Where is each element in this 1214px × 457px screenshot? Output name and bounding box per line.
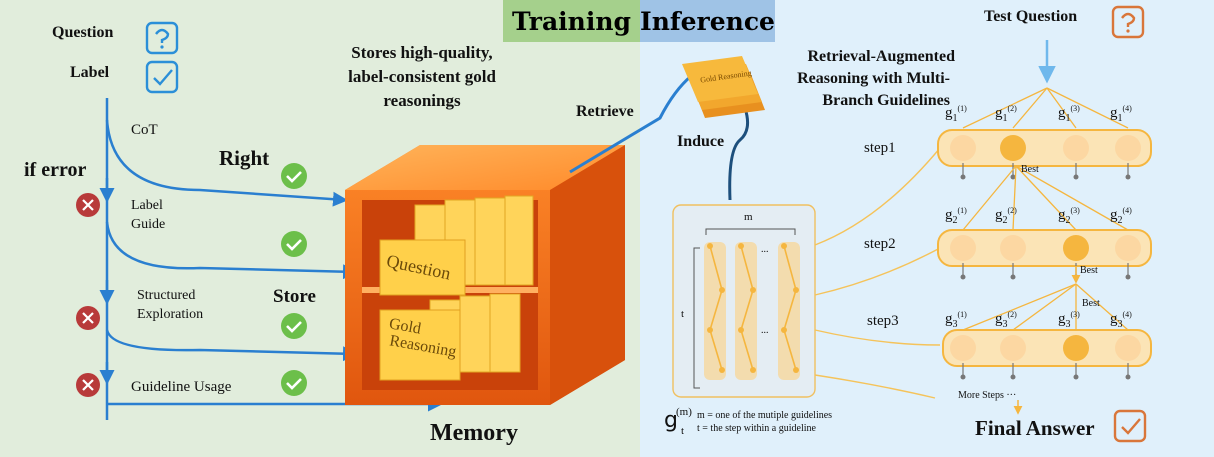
- label-icon: [145, 60, 179, 94]
- fan-row3: [962, 283, 1129, 331]
- label-label: Label: [70, 64, 110, 81]
- label-guide-line2: Guide: [131, 217, 166, 232]
- step2-row: [937, 229, 1152, 267]
- guideline-label-r1-c4: g1(4): [1110, 104, 1132, 124]
- guideline-label-r3-c3: g3(3): [1058, 310, 1080, 330]
- matrix-link-1: [814, 147, 941, 246]
- stores-desc-line3: reasonings: [383, 91, 461, 110]
- legend-t: t = the step within a guideline: [697, 423, 816, 434]
- check-icon-4: [281, 370, 307, 396]
- rag-line1: Retrieval-Augmented: [807, 48, 955, 65]
- cot-label: CoT: [131, 122, 158, 138]
- memory-cards: [379, 195, 534, 381]
- guideline-label-r1-c2: g1(2): [995, 104, 1017, 124]
- step1-row: [937, 129, 1152, 167]
- question-label: Question: [52, 24, 114, 41]
- test-question-label: Test Question: [984, 8, 1078, 25]
- question-icon: [145, 21, 179, 55]
- label-guide-arrow: [105, 221, 358, 280]
- fan-row2: [962, 165, 1129, 231]
- error-icon-3: [76, 373, 100, 397]
- rag-line3: Branch Guidelines: [822, 92, 950, 109]
- best-label-1: Best: [1021, 164, 1039, 175]
- matrix-link-3: [814, 329, 941, 346]
- stores-desc-line2: label-consistent gold: [348, 67, 496, 86]
- stores-desc-line1: Stores high-quality,: [351, 43, 493, 62]
- guideline-label-r1-c3: g1(3): [1058, 104, 1080, 124]
- step3-row: [942, 329, 1152, 367]
- step3-dots: [960, 374, 1131, 380]
- step3-label: step3: [867, 313, 899, 329]
- more-steps-label: More Steps ···: [958, 390, 1017, 401]
- guideline-label-r1-c1: g1(1): [945, 104, 967, 124]
- store-label: Store: [273, 286, 316, 307]
- induce-line: [728, 107, 750, 201]
- step2-label: step2: [864, 236, 896, 252]
- structured-line2: Exploration: [137, 307, 204, 322]
- g-symbol-sup: (m): [676, 406, 692, 418]
- final-answer-icon: [1113, 409, 1147, 443]
- guideline-usage-label: Guideline Usage: [131, 379, 232, 395]
- rag-line2: Reasoning with Multi-: [797, 70, 950, 87]
- memory-cube: [345, 145, 625, 405]
- inference-title: Inference: [640, 0, 775, 42]
- guideline-label-r3-c1: g3(1): [945, 310, 967, 330]
- check-icon-2: [281, 231, 307, 257]
- error-icon-2: [76, 306, 100, 330]
- legend-m: m = one of the mutiple guidelines: [697, 410, 833, 421]
- guideline-matrix: [672, 204, 816, 398]
- test-question-icon: [1111, 5, 1145, 39]
- structured-line1: Structured: [137, 288, 196, 303]
- t-label: t: [681, 308, 685, 320]
- best-label-2: Best: [1080, 265, 1098, 276]
- step2-dots: [960, 274, 1131, 280]
- guideline-label-r3-c2: g3(2): [995, 310, 1017, 330]
- check-icon-3: [281, 313, 307, 339]
- cot-arrow: [105, 119, 348, 207]
- step1-dots: [960, 174, 1131, 180]
- step3-stems: [962, 363, 1129, 376]
- induce-label: Induce: [677, 133, 725, 150]
- if-error-label: if error: [24, 159, 87, 181]
- retrieve-label: Retrieve: [576, 103, 634, 120]
- label-guide-line1: Label: [131, 198, 163, 213]
- memory-label: Memory: [430, 420, 518, 446]
- gold-reasoning-cards: [682, 56, 765, 118]
- guideline-label-r2-c4: g2(4): [1110, 206, 1132, 226]
- fan-row1: [962, 87, 1129, 129]
- step1-stems: [962, 163, 1129, 176]
- final-answer-label: Final Answer: [975, 416, 1095, 440]
- guideline-label-r2-c2: g2(2): [995, 206, 1017, 226]
- structured-arrow: [105, 329, 358, 362]
- step1-label: step1: [864, 140, 896, 156]
- training-title: Training: [503, 0, 640, 42]
- dots-top: ...: [761, 244, 769, 255]
- guideline-label-r2-c3: g2(3): [1058, 206, 1080, 226]
- dots-mid: ...: [761, 325, 769, 336]
- check-icon-1: [281, 163, 307, 189]
- m-label: m: [744, 211, 753, 223]
- guideline-label-r2-c1: g2(1): [945, 206, 967, 226]
- g-symbol-sub: t: [681, 425, 685, 437]
- g-symbol: g: [664, 408, 678, 433]
- guideline-label-r3-c4: g3(4): [1110, 310, 1132, 330]
- matrix-link-4: [814, 374, 936, 399]
- right-label: Right: [219, 146, 270, 170]
- best-label-3: Best: [1082, 298, 1100, 309]
- error-icon-1: [76, 193, 100, 217]
- matrix-link-2: [814, 247, 941, 296]
